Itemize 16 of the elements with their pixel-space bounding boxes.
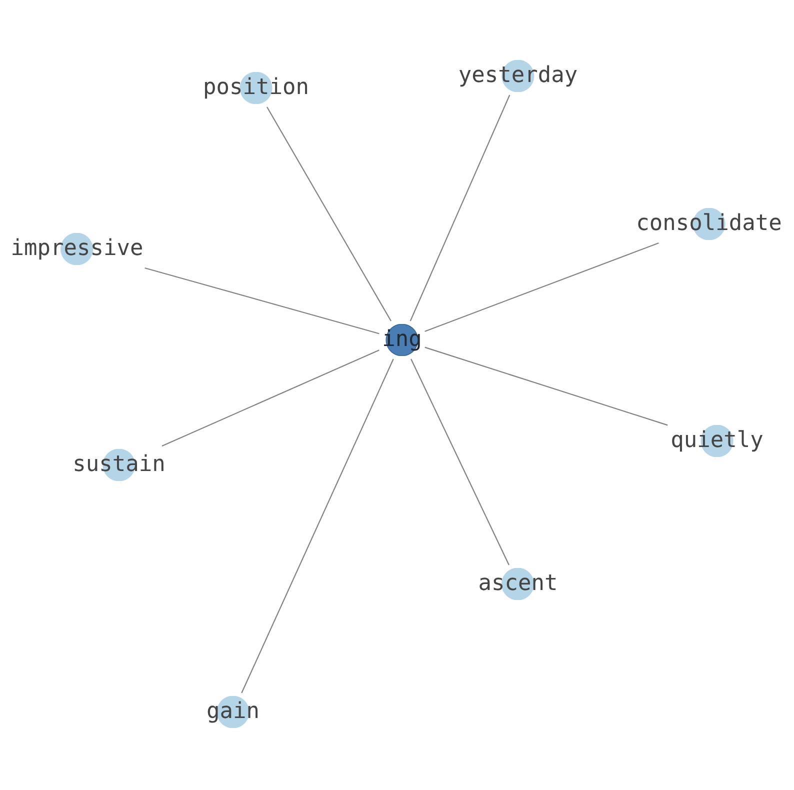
edge-line (144, 267, 380, 334)
node-label: ascent (478, 571, 558, 597)
node-label: yesterday (458, 63, 578, 89)
node-label: sustain (72, 452, 166, 478)
node-label: impressive (10, 236, 144, 262)
edge-line (162, 350, 380, 446)
edge-line (410, 94, 510, 322)
node-label: gain (206, 699, 260, 725)
edge-line (266, 106, 392, 322)
node-label: position (203, 75, 309, 101)
edge-line (241, 358, 394, 694)
node-label: consolidate (636, 211, 782, 237)
node-label: quietly (670, 428, 764, 454)
edge-line (410, 358, 510, 566)
edge-line (424, 242, 659, 332)
edge-line (424, 346, 668, 426)
